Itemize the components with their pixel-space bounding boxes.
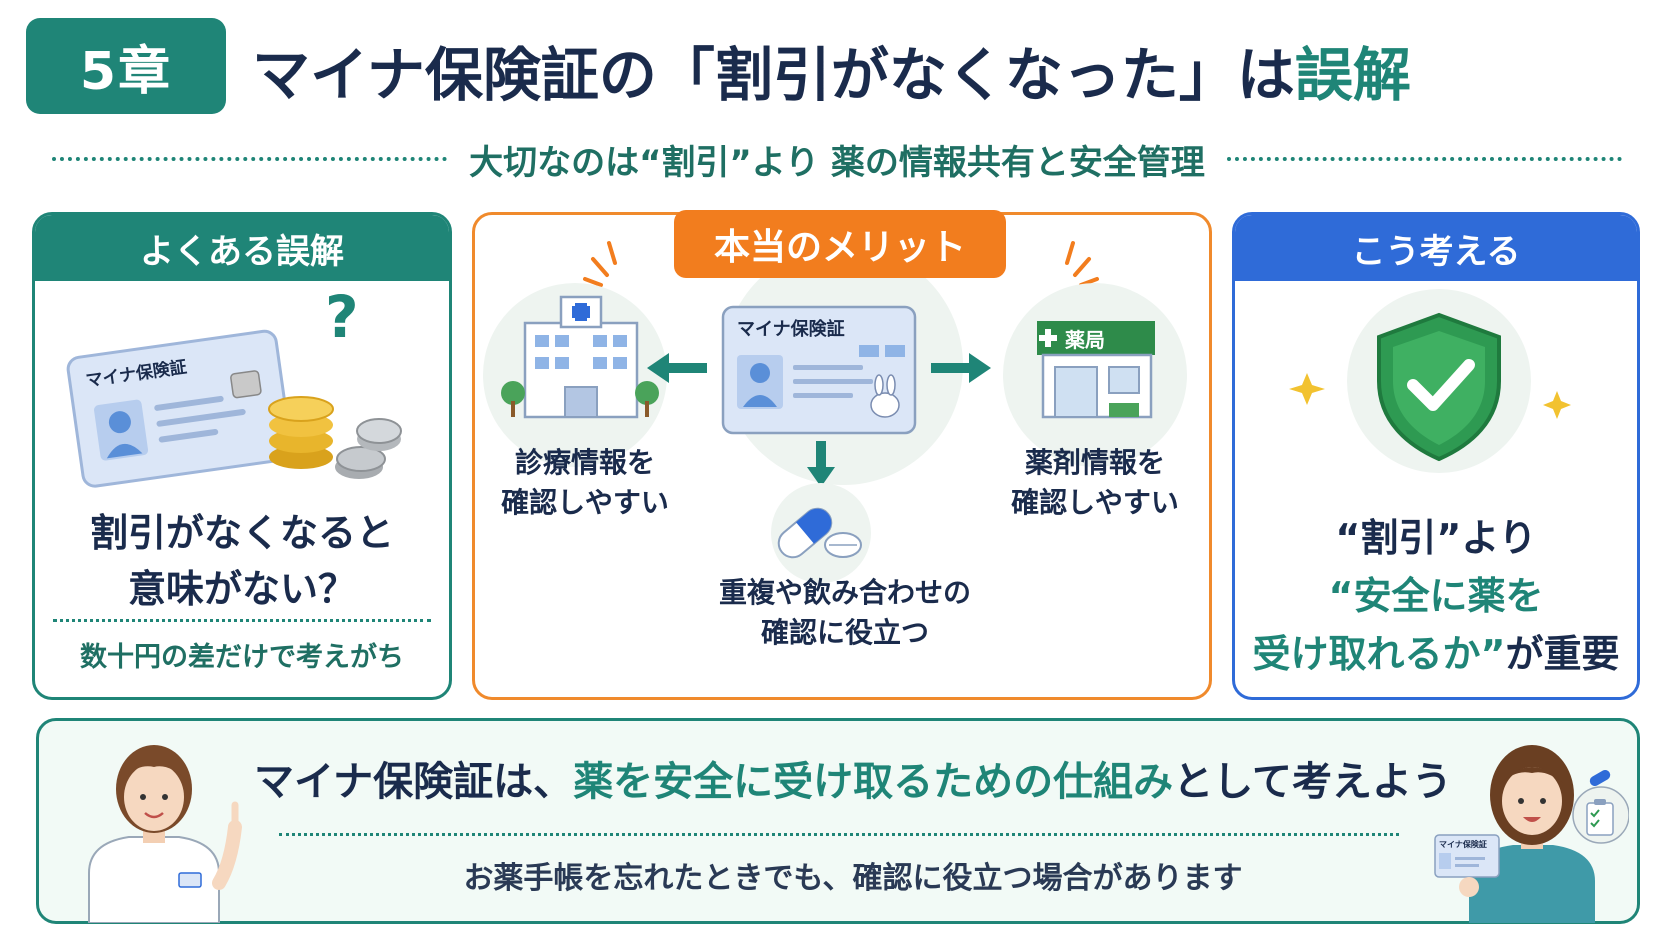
page-title: マイナ保険証の「割引がなくなった」は誤解 bbox=[252, 22, 1411, 118]
arrow-down-icon bbox=[807, 441, 835, 487]
center-card-label: マイナ保険証 bbox=[737, 318, 845, 340]
subtitle: 大切なのは“割引”より 薬の情報共有と安全管理 bbox=[469, 142, 1205, 183]
silver-coins-icon bbox=[335, 418, 402, 479]
conclusion-banner: マイナ保険証は、薬を安全に受け取るための仕組みとして考えよう お薬手帳を忘れたと… bbox=[36, 718, 1640, 924]
question-line-1: 割引がなくなると bbox=[89, 511, 394, 555]
gold-coins-icon bbox=[268, 396, 334, 469]
perspective-line-3-rest: が重要 bbox=[1505, 632, 1620, 676]
title-accent: 誤解 bbox=[1294, 41, 1411, 109]
conclusion-main-part-1: マイナ保険証は、 bbox=[253, 759, 574, 805]
clipboard-medicine-icon bbox=[1572, 770, 1629, 844]
rabbit-mascot-icon bbox=[870, 374, 900, 418]
conclusion-main-accent: 薬を安全に受け取るための仕組み bbox=[573, 759, 1174, 805]
drug-info-label: 薬剤情報を 確認しやすい bbox=[995, 443, 1195, 523]
perspective-line-2: “安全に薬を bbox=[1328, 574, 1544, 618]
misconception-panel: よくある誤解 マイナ保険証 ? 割引がなくなると 意味がない？ bbox=[32, 212, 452, 700]
mini-card-label: マイナ保険証 bbox=[1439, 839, 1487, 849]
subtitle-divider-left bbox=[52, 157, 448, 161]
misconception-divider bbox=[53, 619, 431, 622]
perspective-panel: こう考える “割引”より “安全に薬を 受け取れるか”が重要 bbox=[1232, 212, 1640, 700]
pharmacist-illustration bbox=[88, 745, 242, 923]
clinical-info-line-1: 診療情報を bbox=[514, 446, 655, 479]
safety-shield-illustration bbox=[1289, 289, 1571, 473]
sparkle-star-right-icon bbox=[1543, 391, 1571, 419]
benefit-diagram: マイナ保険証 薬局 bbox=[483, 241, 1187, 583]
mini-card-icon: マイナ保険証 bbox=[1434, 834, 1500, 878]
sparkle-star-left-icon bbox=[1289, 373, 1325, 405]
pharmacy-sign: 薬局 bbox=[1065, 328, 1105, 352]
misconception-note: 数十円の差だけで考えがち bbox=[80, 642, 404, 673]
clinical-info-line-2: 確認しやすい bbox=[501, 486, 669, 519]
subtitle-row: 大切なのは“割引”より 薬の情報共有と安全管理 bbox=[52, 134, 1623, 184]
drug-info-line-1: 薬剤情報を bbox=[1024, 446, 1165, 479]
question-mark-icon: ? bbox=[325, 283, 359, 351]
arrow-right-icon bbox=[931, 353, 991, 383]
pharmacy-icon: 薬局 bbox=[1003, 283, 1187, 467]
card-and-coins-illustration: マイナ保険証 ? bbox=[66, 283, 402, 488]
perspective-line-1: “割引”より bbox=[1335, 516, 1537, 560]
clinical-info-label: 診療情報を 確認しやすい bbox=[485, 443, 685, 523]
title-main: マイナ保険証の「割引がなくなった」は bbox=[252, 41, 1295, 109]
perspective-line-3-accent: 受け取れるか” bbox=[1252, 632, 1506, 676]
question-line-2: 意味がない？ bbox=[127, 567, 356, 611]
perspective-line-3: 受け取れるか”が重要 bbox=[1235, 625, 1637, 683]
patient-illustration: マイナ保険証 bbox=[1434, 745, 1629, 923]
drug-info-line-2: 確認しやすい bbox=[1011, 486, 1179, 519]
misconception-question: 割引がなくなると 意味がない？ bbox=[35, 505, 449, 617]
interaction-check-line-1: 重複や飲み合わせの bbox=[718, 576, 971, 609]
chapter-badge: 5章 bbox=[26, 18, 226, 114]
sparkle-left-icon bbox=[583, 241, 617, 287]
sparkle-right-icon bbox=[1065, 241, 1099, 287]
conclusion-main: マイナ保険証は、薬を安全に受け取るための仕組みとして考えよう bbox=[253, 749, 1453, 807]
benefit-panel: マイナ保険証 薬局 bbox=[472, 212, 1212, 700]
my-number-card-icon: マイナ保険証 bbox=[721, 305, 917, 435]
subtitle-divider-right bbox=[1226, 157, 1623, 161]
interaction-check-line-2: 確認に役立つ bbox=[760, 616, 929, 649]
shield-check-icon bbox=[1377, 312, 1501, 462]
perspective-text: “割引”より “安全に薬を 受け取れるか”が重要 bbox=[1235, 509, 1637, 683]
chapter-label: 5章 bbox=[79, 41, 173, 102]
medicine-pill-icon bbox=[771, 483, 871, 583]
interaction-check-label: 重複や飲み合わせの 確認に役立つ bbox=[695, 573, 995, 653]
misconception-heading: よくある誤解 bbox=[35, 215, 449, 281]
conclusion-main-part-2: として考えよう bbox=[1173, 759, 1452, 805]
benefit-heading: 本当のメリット bbox=[674, 210, 1006, 278]
conclusion-divider bbox=[279, 833, 1399, 836]
conclusion-sub: お薬手帳を忘れたときでも、確認に役立つ場合があります bbox=[463, 861, 1243, 896]
perspective-heading: こう考える bbox=[1235, 215, 1637, 281]
arrow-left-icon bbox=[647, 353, 707, 383]
hospital-icon bbox=[483, 283, 667, 467]
